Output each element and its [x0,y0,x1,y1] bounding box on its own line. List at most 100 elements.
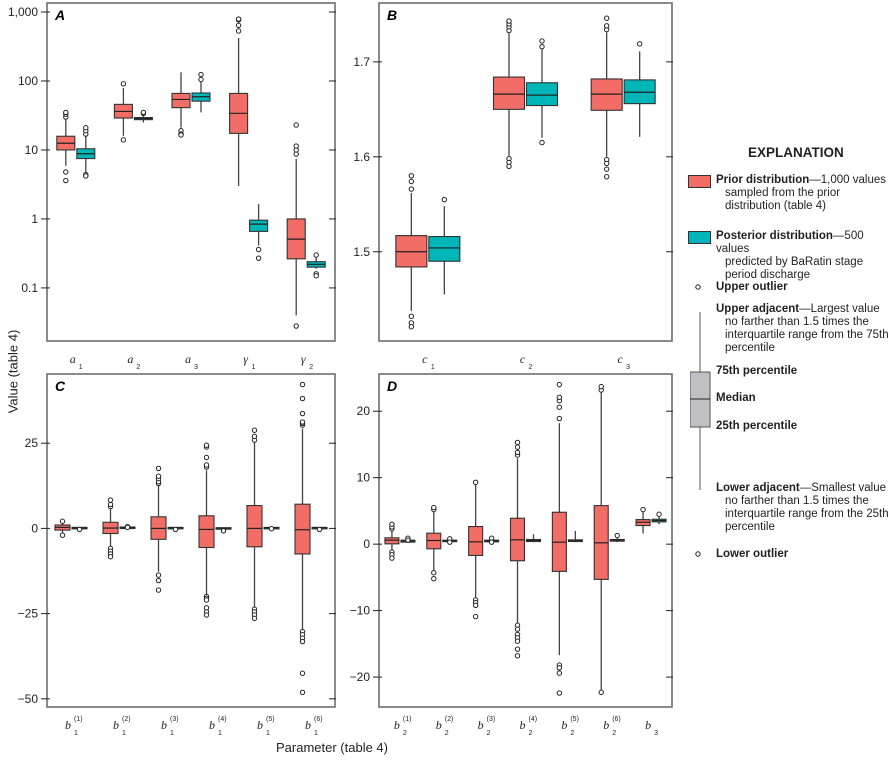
parameter-group: b(2)2 [426,504,458,737]
outlier-point [603,23,610,29]
posterior-box [133,109,153,123]
x-tick-label: b [436,718,442,732]
x-tick-label-superscript: (1) [74,716,83,723]
x-tick-label-subscript: 1 [74,730,78,737]
outlier-point [636,41,643,47]
posterior-box [623,41,656,137]
prior-box [198,442,215,618]
x-tick-label-subscript: 1 [252,364,256,371]
x-axis-label: Parameter (table 4) [276,740,388,755]
parameter-group: c1 [395,173,461,371]
outlier-point [140,109,147,116]
outlier-point [431,504,437,511]
prior-box [635,506,651,534]
prior-box [492,18,526,170]
outlier-point [107,501,114,508]
parameter-group: b(5)1 [246,427,280,737]
parameter-group: a3 [171,71,211,371]
outlier-point [598,383,604,390]
x-tick-label-subscript: 1 [122,730,126,737]
prior-box [426,504,442,582]
posterior-box [609,532,625,543]
outlier-point [83,173,89,179]
outlier-point [556,381,563,388]
outlier-point [293,143,299,149]
posterior-box [306,252,326,279]
outlier-point [203,612,210,618]
parameter-group: c3 [590,15,656,371]
parameter-group: b(6)2 [593,383,625,737]
outlier-point [556,415,563,422]
outlier-point [514,449,521,456]
posterior-box [119,523,136,531]
x-tick-label-subscript: 2 [403,730,407,737]
posterior-box [263,526,280,532]
iqr-box [525,82,559,107]
outlier-point [155,572,162,578]
prior-box [395,173,428,330]
outlier-point [408,313,415,320]
outlier-point [251,433,258,440]
outlier-point [408,186,415,192]
x-tick-label-superscript: (6) [612,716,621,723]
outlier-point [447,539,453,545]
outlier-point [514,638,521,644]
legend-lower-adjacent-term: Lower adjacent [716,482,800,494]
posterior-box [311,526,328,533]
legend-upper-adjacent-desc-cont: no farther than 1.5 times the interquart… [725,316,889,354]
outlier-point [556,665,563,671]
outlier-point [235,22,242,29]
outlier-point [293,323,299,329]
iqr-box [428,236,461,262]
x-tick-label-subscript: 1 [170,730,174,737]
iqr-box [249,219,269,232]
outlier-point [431,570,437,576]
outlier-point [299,638,306,645]
x-tick-label: c [520,352,526,366]
parameter-group: b(1)2 [384,521,416,737]
outlier-point [107,497,114,503]
legend-posterior-desc: —500 values [716,230,864,255]
posterior-box [567,530,583,543]
outlier-point [408,324,415,330]
y-tick-label: −50 [18,692,39,706]
x-tick-label: b [65,718,71,732]
outlier-point [83,125,89,131]
outlier-point [124,524,131,531]
outlier-point [514,444,521,450]
x-tick-label-subscript: 2 [529,730,533,737]
outlier-point [155,577,162,584]
iqr-box [492,76,526,110]
posterior-box [428,196,461,295]
outlier-point [656,511,662,517]
legend-posterior-desc-cont: predicted by BaRatin stage period discha… [725,256,864,281]
outlier-point [405,537,411,543]
x-tick-label-subscript: 2 [309,364,313,371]
outlier-point [389,521,395,527]
outlier-point [299,419,306,425]
panel-label: B [387,7,397,23]
outlier-point [539,139,545,146]
outlier-point [614,532,620,539]
outlier-point [603,166,610,172]
panel-D: D−20−1001020b(1)2b(2)2b(3)2b(4)2b(5)2b(6… [350,373,673,737]
prior-box [590,15,623,180]
panel-label: A [54,7,65,23]
outlier-point [299,689,306,696]
x-tick-label-subscript: 2 [570,730,574,737]
x-tick-label: b [113,718,119,732]
parameter-group: b(4)2 [509,439,542,737]
prior-box [54,518,71,538]
outlier-point [539,43,545,50]
outlier-point [603,15,610,21]
plot-frame [46,373,336,708]
x-tick-label: b [603,718,609,732]
x-tick-label-subscript: 1 [266,730,270,737]
outlier-point [603,160,610,167]
outlier-point [155,587,162,593]
outlier-point [203,462,210,468]
outlier-point [293,122,299,128]
posterior-box [191,71,211,113]
x-tick-label: c [422,352,428,366]
